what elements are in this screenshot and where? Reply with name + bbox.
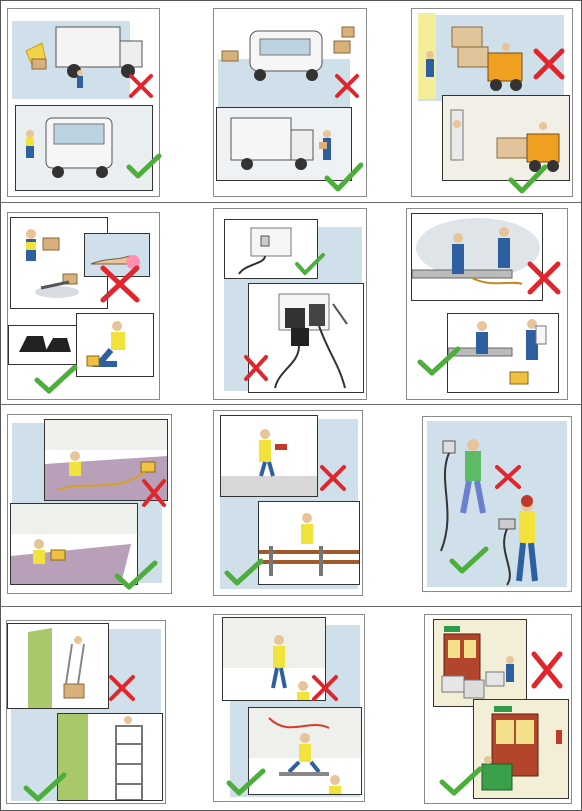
scene-good [57,713,163,801]
scene-good [442,95,570,181]
tick-icon [226,768,266,796]
tick-icon [114,560,158,590]
tick-icon [34,364,78,394]
card-dust [406,208,568,400]
cross-icon [320,465,346,491]
scene-good [216,107,352,181]
cross-icon [100,265,140,303]
card-vehicle-loads [213,8,367,197]
scene-bad [433,619,527,707]
tick-icon [295,253,325,275]
scene-good [76,313,154,377]
card-trip-hazard [7,212,160,400]
scene-good [258,501,360,585]
scene [427,421,567,587]
scene-good [224,219,318,279]
scene-bad [216,11,366,97]
tick-icon [224,558,264,586]
card-overhead-work [213,614,365,802]
card-ladders [6,620,166,804]
card-forklift [411,8,573,197]
tick-icon [449,546,489,574]
scene-bad [411,213,543,301]
scene-bad [248,283,364,393]
scene-good [473,699,569,799]
card-fire-exits [424,614,572,804]
card-vehicle-reversing [7,8,162,197]
row-divider [0,404,582,405]
card-cables [7,414,172,594]
card-edge-protection [213,410,363,596]
scene-bad [16,13,158,99]
tick-icon [439,766,483,796]
tick-icon [126,153,162,179]
cross-icon [495,465,521,489]
scene-bad [7,623,109,709]
scene-bad [222,617,326,701]
cross-icon [335,74,359,98]
scene-bad [418,13,542,99]
cross-icon [129,74,153,98]
scene-good-detail [8,325,80,365]
tick-icon [324,162,364,192]
card-electrical-socket [213,208,367,400]
cross-icon [531,651,563,689]
scene-bad [220,415,318,497]
scene-bad-detail [84,233,150,277]
tick-icon [23,772,67,802]
scene-bad [44,419,168,501]
cross-icon [244,355,268,381]
scene-good [10,503,138,585]
scene-good [248,707,362,795]
row-divider [0,202,582,203]
scene-good [447,313,559,393]
cross-icon [312,675,338,701]
card-power-tools [422,416,572,592]
row-divider [0,606,582,607]
cross-icon [527,261,561,295]
cross-icon [142,479,166,507]
tick-icon [417,346,461,376]
cross-icon [533,48,565,80]
scene-good [15,105,153,191]
cross-icon [109,675,135,701]
tick-icon [508,164,548,194]
